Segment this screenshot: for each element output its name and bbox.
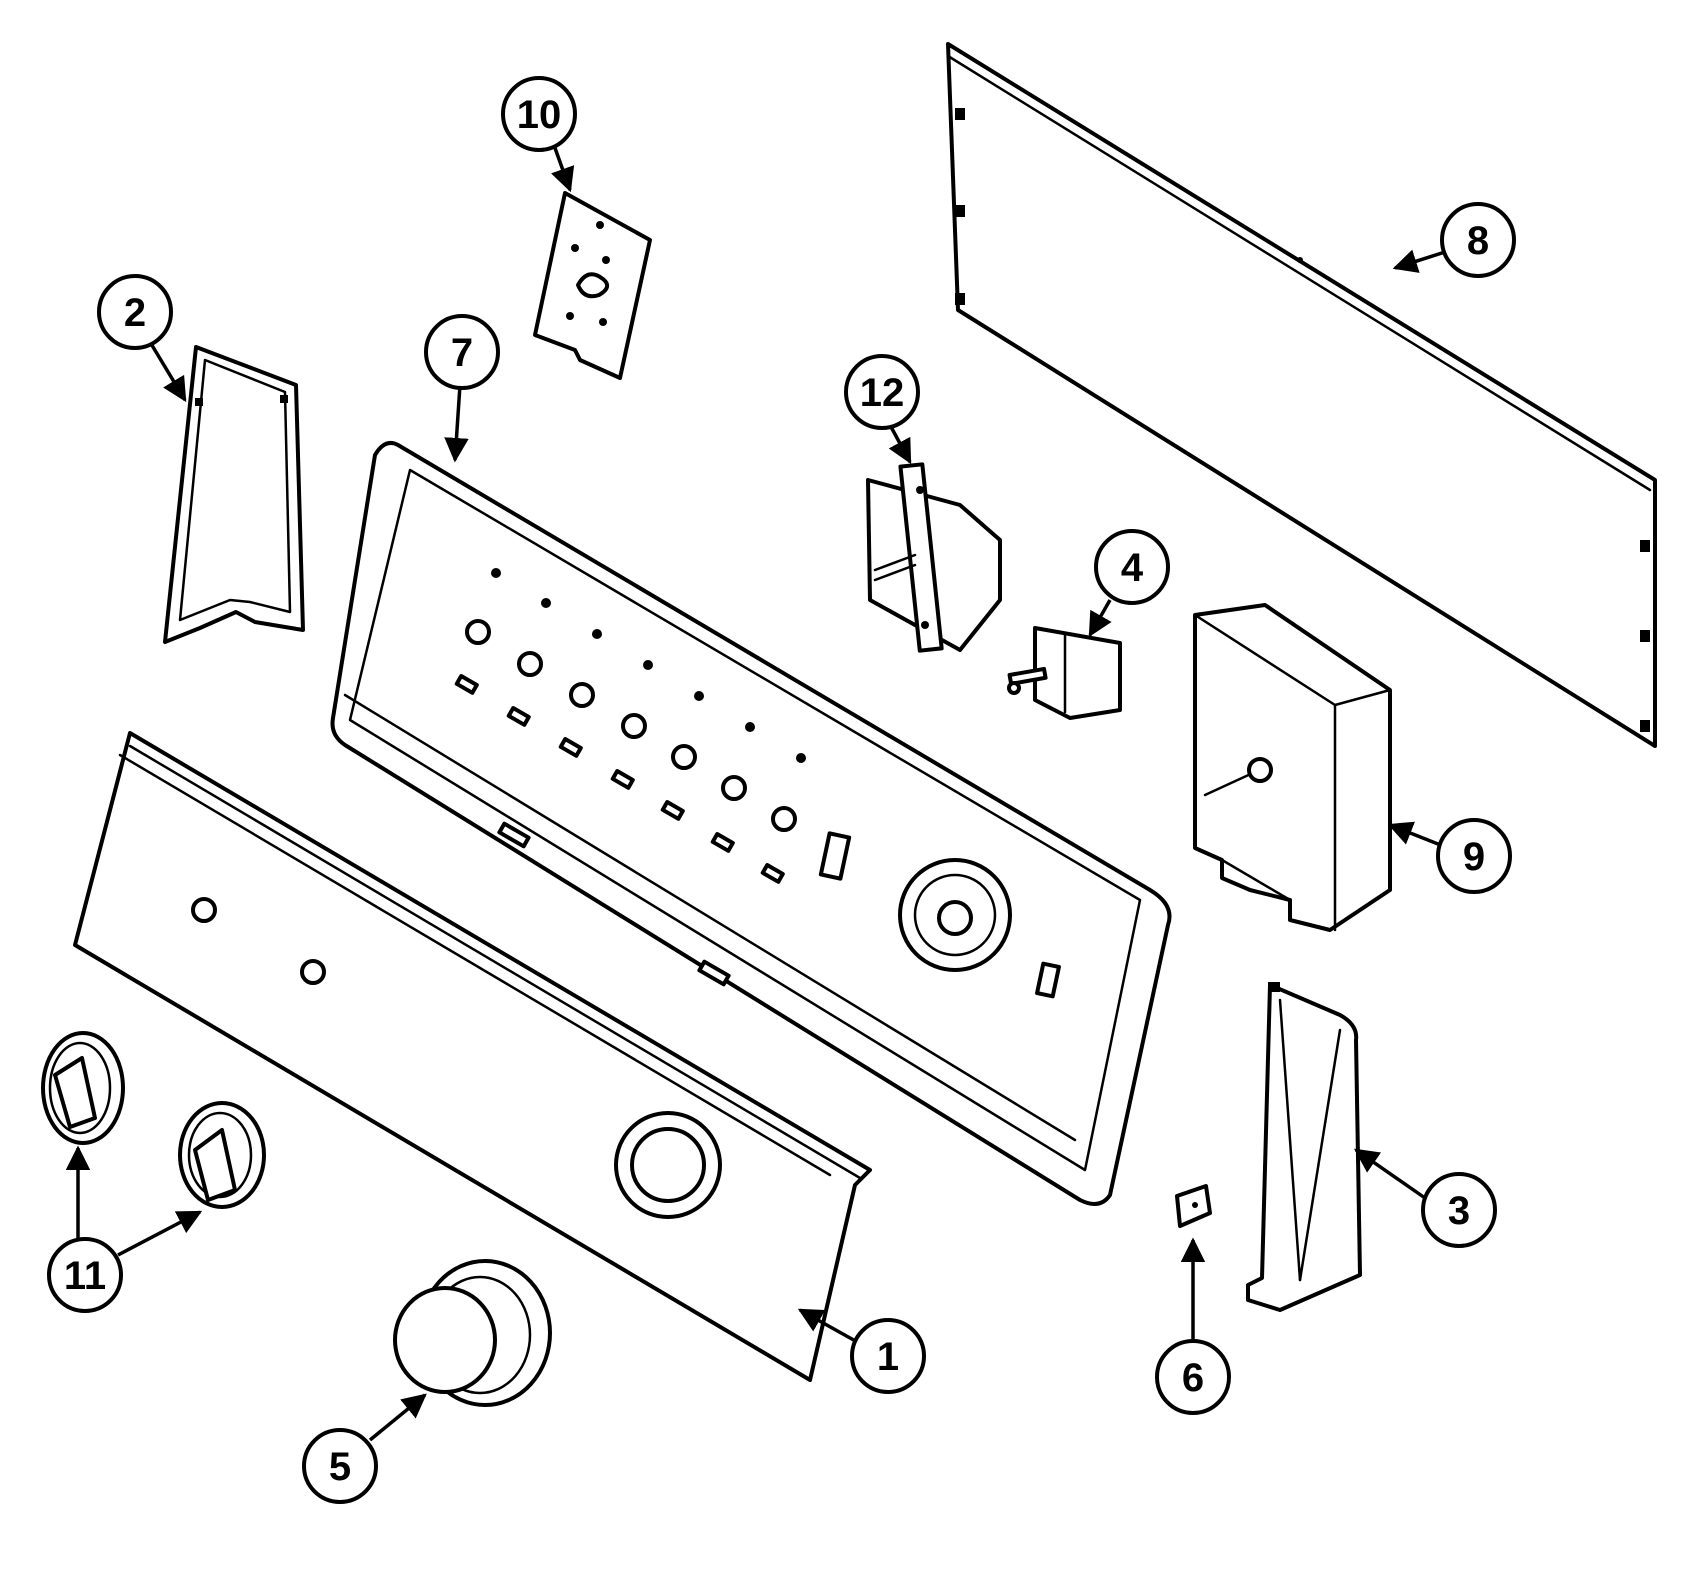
part-12-switch bbox=[866, 462, 1002, 653]
part-2-left-end-cap bbox=[163, 345, 305, 644]
callout-12: 12 bbox=[844, 354, 920, 465]
callout-4: 4 bbox=[1088, 529, 1170, 638]
callout-2: 2 bbox=[97, 274, 187, 403]
callout-label: 12 bbox=[860, 371, 905, 415]
callout-label: 10 bbox=[517, 93, 562, 137]
callout-label: 6 bbox=[1182, 1356, 1204, 1400]
callout-label: 1 bbox=[877, 1335, 899, 1379]
part-9-box-module bbox=[1193, 603, 1392, 932]
callout-label: 11 bbox=[64, 1254, 106, 1298]
callout-9: 9 bbox=[1387, 818, 1512, 894]
callout-label: 5 bbox=[329, 1445, 351, 1489]
callout-3: 3 bbox=[1353, 1148, 1497, 1248]
callout-label: 4 bbox=[1121, 546, 1144, 590]
callout-7: 7 bbox=[424, 314, 500, 463]
callout-8: 8 bbox=[1392, 202, 1516, 278]
callout-label: 9 bbox=[1463, 835, 1485, 879]
callout-1: 1 bbox=[797, 1308, 926, 1394]
callout-label: 7 bbox=[451, 331, 473, 375]
callout-label: 3 bbox=[1448, 1189, 1470, 1233]
part-11-knobs bbox=[41, 1031, 266, 1209]
callout-6: 6 bbox=[1155, 1237, 1231, 1415]
part-10-plate bbox=[533, 191, 652, 380]
part-1-front-console bbox=[73, 731, 872, 1382]
part-5-dial bbox=[393, 1259, 552, 1407]
part-4-small-switch bbox=[1007, 626, 1122, 720]
part-6-clip bbox=[1175, 1184, 1212, 1228]
callout-label: 8 bbox=[1467, 219, 1489, 263]
part-8-rear-panel bbox=[946, 42, 1657, 748]
callout-label: 2 bbox=[124, 291, 146, 335]
part-3-right-end-cap bbox=[1246, 982, 1362, 1312]
callout-10: 10 bbox=[501, 76, 577, 193]
part-7-console-panel bbox=[330, 441, 1172, 1206]
callout-5: 5 bbox=[302, 1393, 427, 1504]
callout-11: 11 bbox=[47, 1145, 203, 1313]
